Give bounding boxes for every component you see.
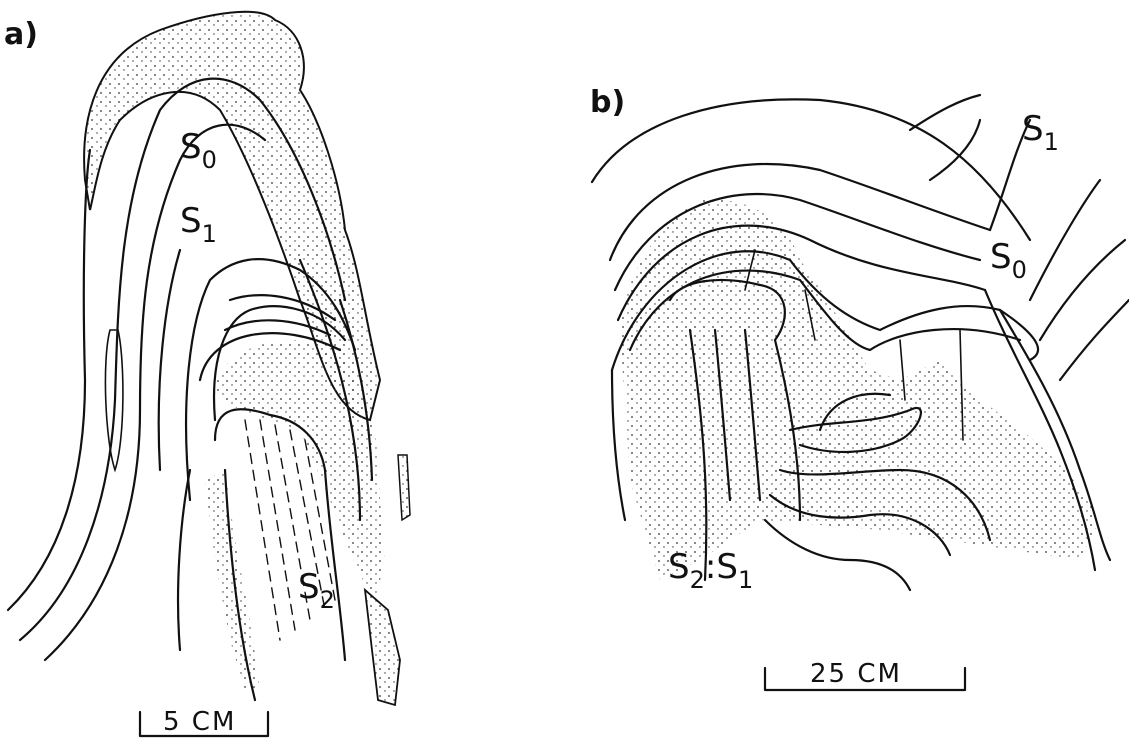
fold-inner-limb-left <box>178 470 190 650</box>
panel-a-label: a) <box>4 17 38 52</box>
panel-b-s0-label: S0 <box>990 237 1027 284</box>
panel-b-scale-bar: 25 CM <box>765 659 965 690</box>
panel-a: a) S0 S1 <box>4 12 410 737</box>
fold-b-right-limb-3 <box>1030 180 1100 300</box>
panel-b-label: b) <box>590 85 625 120</box>
fold-outer-limb <box>8 150 90 610</box>
panel-a-s2-label: S2 <box>298 567 335 614</box>
stippled-bed-lower <box>205 470 260 690</box>
panel-b-scale-label: 25 CM <box>810 659 902 689</box>
fold-b-outer-limb <box>612 370 625 520</box>
fold-b-top-s1-lines-2 <box>930 120 980 180</box>
stippled-dike <box>365 590 400 705</box>
panel-a-scale-label: 5 CM <box>163 707 236 737</box>
fold-b-outer-arc <box>592 99 1030 240</box>
fold-b-right-limb-5 <box>1060 300 1129 380</box>
panel-b: b) S1 S0 <box>590 85 1129 690</box>
stippled-region-b <box>620 200 1100 580</box>
fold-b-top-s1-lines <box>910 95 980 130</box>
fold-layer-3 <box>159 250 180 470</box>
panel-b-s2-s1-label: S2:S1 <box>668 547 753 594</box>
panel-a-s0-label: S0 <box>180 127 217 174</box>
panel-b-s1-label: S1 <box>1022 109 1059 156</box>
panel-a-scale-bar: 5 CM <box>140 707 268 737</box>
stippled-vein <box>398 455 410 520</box>
panel-a-s1-label: S1 <box>180 201 217 248</box>
